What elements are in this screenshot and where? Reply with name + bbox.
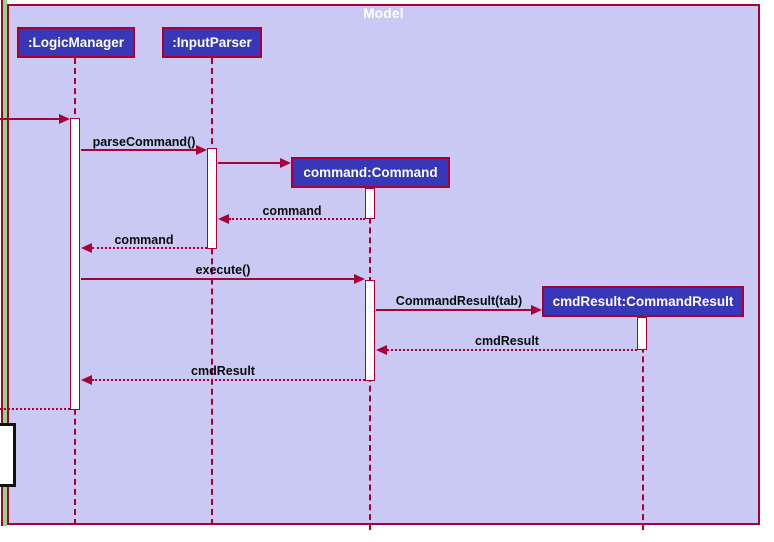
message-line (0, 408, 70, 410)
lifeline-cmdresult (642, 317, 644, 530)
arrowhead-right-icon (59, 114, 70, 124)
clipped-external-activation (0, 423, 16, 487)
arrowhead-right-icon (531, 305, 542, 315)
activation-logicmanager (70, 118, 80, 410)
participant-cmdresult: cmdResult:CommandResult (542, 286, 744, 317)
activation-cmdresult (637, 317, 647, 350)
arrowhead-right-icon (354, 274, 365, 284)
message-label: command (262, 204, 322, 218)
arrowhead-left-icon (81, 375, 92, 385)
message-label: cmdResult (475, 334, 539, 348)
activation-inputparser (207, 148, 217, 249)
message-label: parseCommand() (92, 135, 196, 149)
frame-title: Model (363, 6, 404, 21)
activation-command-create (365, 188, 375, 219)
model-frame (7, 4, 760, 525)
message-line (387, 349, 637, 351)
message-line (81, 278, 356, 280)
clipped-outer-frame-edge (1, 0, 7, 526)
arrowhead-right-icon (196, 145, 207, 155)
message-line (92, 379, 365, 381)
message-label: CommandResult(tab) (395, 294, 523, 308)
message-line (92, 247, 207, 249)
message-line (0, 118, 64, 120)
arrowhead-left-icon (81, 243, 92, 253)
message-line (218, 162, 284, 164)
participant-inputparser: :InputParser (162, 27, 262, 58)
lifeline-inputparser (211, 58, 213, 525)
arrowhead-left-icon (376, 345, 387, 355)
arrowhead-left-icon (218, 214, 229, 224)
message-line (81, 149, 201, 151)
message-line (229, 218, 365, 220)
message-label: execute() (195, 263, 251, 277)
message-line (376, 309, 533, 311)
participant-command: command:Command (291, 157, 450, 188)
activation-command-execute (365, 280, 375, 381)
message-label: command (114, 233, 174, 247)
arrowhead-right-icon (280, 158, 291, 168)
participant-logicmanager: :LogicManager (17, 27, 135, 58)
message-label: cmdResult (191, 364, 255, 378)
